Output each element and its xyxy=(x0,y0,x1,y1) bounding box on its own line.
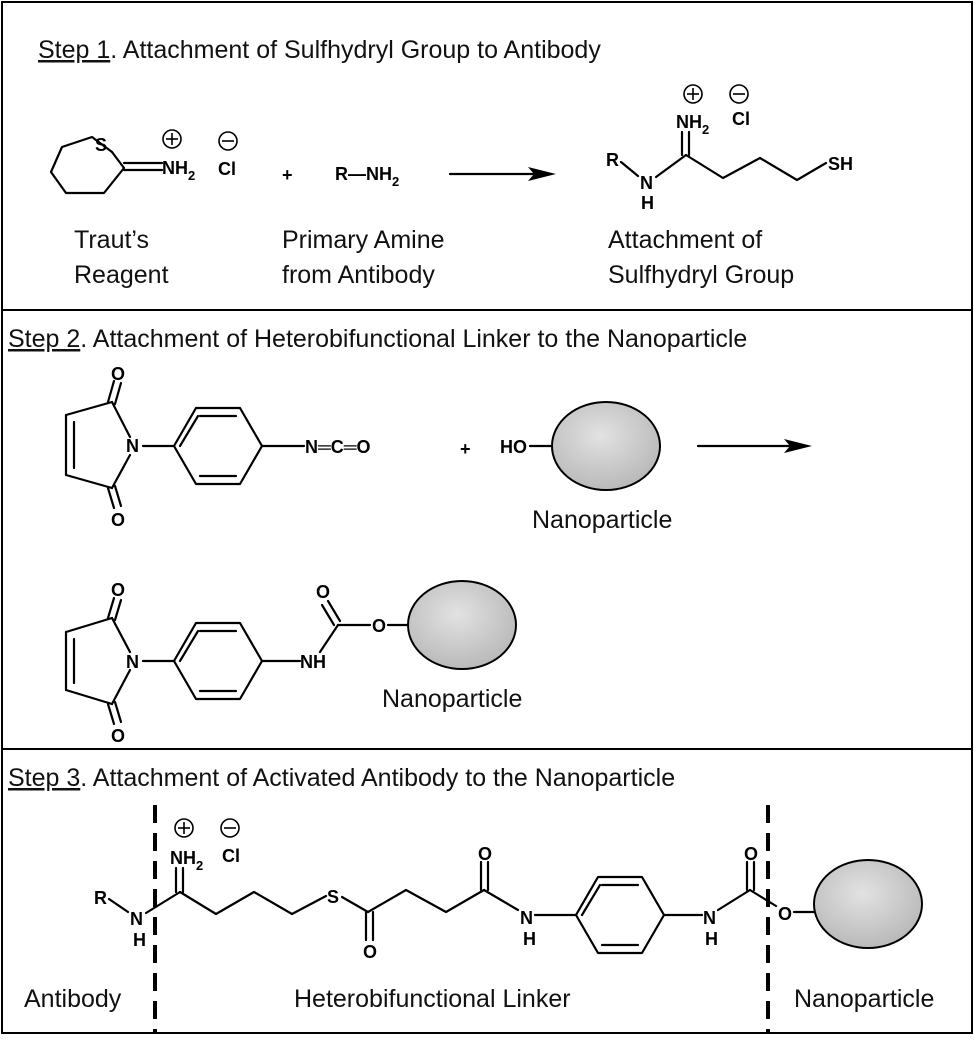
carbamate-nh-label: NH xyxy=(300,652,326,672)
product-chloride-label: Cl xyxy=(732,109,750,129)
step3-panel: Step 3. Attachment of Activated Antibody… xyxy=(8,764,934,1032)
maleimide-oxygen-bottom: O xyxy=(111,510,125,530)
conjugate-r-group: R xyxy=(94,888,107,908)
carbamate-carbonyl-oxygen: O xyxy=(316,582,330,602)
conjugate-chloride-label: Cl xyxy=(222,846,240,866)
primary-amine-structure: R —NH2 xyxy=(335,164,399,189)
product-h-atom: H xyxy=(641,193,654,213)
ring-bond-s-c xyxy=(110,150,126,170)
succinyl-chain xyxy=(366,888,486,914)
product-negative-charge-icon xyxy=(729,84,749,104)
product-n-atom: N xyxy=(640,173,653,193)
nanoparticle-sphere-2 xyxy=(407,580,517,670)
trauts-reagent-structure: S NH2 Cl xyxy=(49,129,238,195)
nanoparticle-caption-1: Nanoparticle xyxy=(532,506,672,534)
step3-number: Step 3 xyxy=(8,764,80,792)
trauts-caption-line1: Traut’s xyxy=(74,226,149,254)
amide-oxygen-top: O xyxy=(478,844,492,864)
conjugate-negative-charge-icon xyxy=(220,818,240,838)
step3-title: . Attachment of Activated Antibody to th… xyxy=(80,764,675,792)
thiolane-ring xyxy=(49,135,126,195)
nanoparticle-caption-2: Nanoparticle xyxy=(382,685,522,713)
conjugate-structure: R N H NH2 Cl S O O N H xyxy=(94,818,923,962)
trauts-caption-line2: Reagent xyxy=(74,261,169,289)
conjugate-butyl-chain xyxy=(178,890,328,916)
carbamate-ester-oxygen: O xyxy=(372,616,386,636)
thiol-sh-label: SH xyxy=(828,154,853,174)
linker-nanoparticle-product-structure: O O N NH O O xyxy=(64,580,517,746)
carbamate-h-right: H xyxy=(705,929,718,949)
sulfur-atom: S xyxy=(95,135,107,155)
iminium-nh-label: NH2 xyxy=(162,158,195,183)
nanoparticle-sphere-3 xyxy=(813,859,923,949)
antibody-caption: Antibody xyxy=(24,985,122,1013)
phenyl-ring xyxy=(172,406,264,486)
amide-h-left: H xyxy=(523,929,536,949)
step1-number: Step 1 xyxy=(38,36,110,64)
conjugate-phenyl-ring xyxy=(574,875,666,955)
product-butyl-chain xyxy=(684,153,828,182)
conjugate-amidine-h: H xyxy=(133,930,146,950)
sulfhydryl-product-structure: R N H NH2 Cl SH xyxy=(606,84,853,213)
product-positive-charge-icon xyxy=(683,84,703,104)
plus-sign-step2: + xyxy=(460,439,471,459)
hydroxyl-ho-label: HO xyxy=(500,437,527,457)
hydroxyl-nanoparticle-structure: HO xyxy=(500,401,661,491)
step3-heading: Step 3. Attachment of Activated Antibody… xyxy=(8,764,675,792)
conjugate-amidine-n: N xyxy=(130,909,143,929)
conjugate-ester-oxygen: O xyxy=(778,904,792,924)
reaction-arrow-step1-head-icon xyxy=(528,167,556,181)
amine-caption-line2: from Antibody xyxy=(282,261,435,289)
plus-sign-step1: + xyxy=(282,165,293,185)
amine-caption-line1: Primary Amine xyxy=(282,226,445,254)
nanoparticle-caption-3: Nanoparticle xyxy=(794,985,934,1013)
maleimide-nitrogen: N xyxy=(126,436,139,456)
product-maleimide-oxygen-top: O xyxy=(111,580,125,600)
thioether-sulfur: S xyxy=(327,887,339,907)
reaction-arrow-step2-head-icon xyxy=(784,439,812,453)
negative-charge-icon xyxy=(218,131,238,151)
product-iminium-label: NH2 xyxy=(676,112,709,137)
succinyl-oxygen-bottom: O xyxy=(363,942,377,962)
product-maleimide-oxygen-bottom: O xyxy=(111,726,125,746)
conjugate-carbamate-oxygen: O xyxy=(744,844,758,864)
product-maleimide-nitrogen: N xyxy=(126,652,139,672)
step2-title: . Attachment of Heterobifunctional Linke… xyxy=(80,325,747,353)
product-phenyl-ring xyxy=(172,621,264,701)
step1-title: . Attachment of Sulfhydryl Group to Anti… xyxy=(110,36,601,64)
product-caption-line2: Sulfhydryl Group xyxy=(608,261,794,289)
amine-r-group: R xyxy=(335,164,348,184)
step2-heading: Step 2. Attachment of Heterobifunctional… xyxy=(8,325,747,353)
conjugate-iminium-label: NH2 xyxy=(170,848,203,873)
linker-caption: Heterobifunctional Linker xyxy=(294,985,571,1013)
isocyanate-group-label: N═C═O xyxy=(305,437,371,457)
maleimide-oxygen-top: O xyxy=(111,364,125,384)
carbamate-n-right: N xyxy=(703,908,716,928)
step2-panel: Step 2. Attachment of Heterobifunctional… xyxy=(8,325,812,746)
chloride-label: Cl xyxy=(218,159,236,179)
positive-charge-icon xyxy=(162,129,182,149)
amine-nh2-label: —NH2 xyxy=(348,164,399,189)
maleimide-isocyanate-linker-structure: O O N N═C═O xyxy=(64,364,371,530)
amide-n-left: N xyxy=(520,908,533,928)
conjugate-positive-charge-icon xyxy=(174,818,194,838)
step1-panel: Step 1. Attachment of Sulfhydryl Group t… xyxy=(38,36,853,289)
step2-number: Step 2 xyxy=(8,325,80,353)
product-r-group: R xyxy=(606,150,619,170)
step1-heading: Step 1. Attachment of Sulfhydryl Group t… xyxy=(38,36,601,64)
product-caption-line1: Attachment of xyxy=(608,226,762,254)
nanoparticle-sphere-1 xyxy=(551,401,661,491)
